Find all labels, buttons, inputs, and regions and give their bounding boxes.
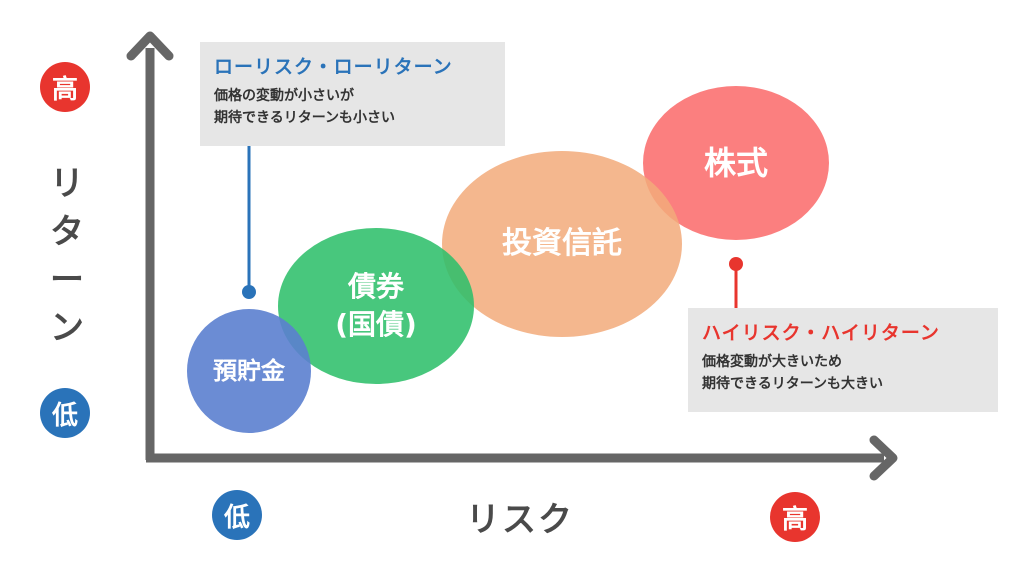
low-callout-dot [242, 285, 256, 299]
x-high-badge: 高 [770, 492, 820, 542]
bond-bubble [278, 228, 474, 384]
high-callout-dot [729, 257, 743, 271]
deposit-bubble [187, 309, 311, 433]
y-axis-title-char: ン [50, 308, 84, 348]
high-risk-title: ハイリスク・ハイリターン [702, 322, 940, 344]
y-axis-title-char: リ [50, 164, 84, 204]
stock-label: 株式 [703, 144, 769, 182]
high-risk-callout: ハイリスク・ハイリターン 価格変動が大きいため 期待できるリターンも大きい [688, 308, 998, 412]
bond-label: 債券 (国債) [335, 270, 417, 341]
trust-bubble [442, 151, 682, 337]
low-risk-title: ローリスク・ローリターン [214, 56, 453, 78]
y-axis-title-char: ー [50, 260, 84, 300]
high-risk-desc-line2: 期待できるリターンも大きい [702, 376, 884, 392]
y-axis-arrowhead [126, 31, 174, 61]
stock-bubble [643, 86, 829, 240]
high-risk-desc-line1: 価格変動が大きいため [702, 354, 842, 370]
trust-label: 投資信託 [502, 226, 622, 261]
y-low-badge: 低 [40, 388, 90, 438]
low-risk-desc-line1: 価格の変動が小さいが [214, 88, 354, 104]
y-high-badge: 高 [40, 62, 90, 112]
x-axis-arrowhead [869, 435, 898, 481]
x-low-badge: 低 [212, 490, 262, 540]
x-axis-title: リスク [466, 500, 574, 540]
low-risk-callout: ローリスク・ローリターン 価格の変動が小さいが 期待できるリターンも小さい [200, 42, 505, 146]
y-axis-title-char: タ [50, 212, 84, 252]
y-axis-title: リ タ ー ン [42, 160, 92, 352]
low-risk-desc-line2: 期待できるリターンも小さい [214, 110, 396, 126]
deposit-label: 預貯金 [213, 357, 285, 385]
